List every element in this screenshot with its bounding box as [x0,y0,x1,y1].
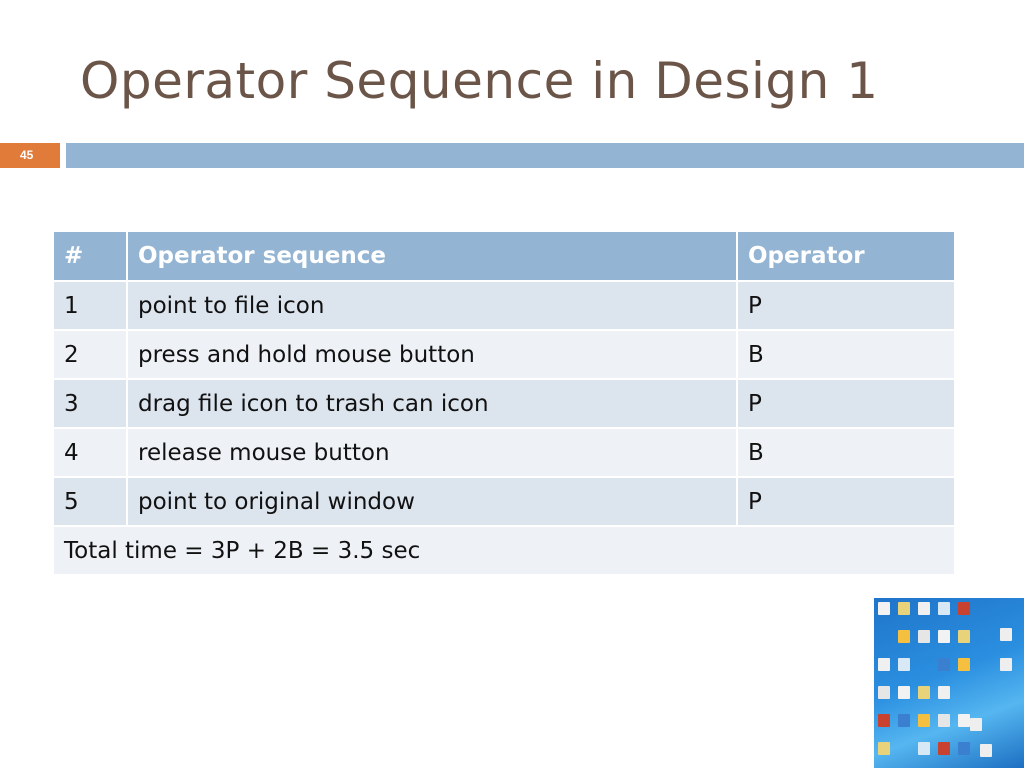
desktop-file-icon [878,714,890,727]
desktop-file-icon [918,686,930,699]
header-number: # [52,230,128,282]
desktop-file-icon [938,686,950,699]
row-sequence: point to file icon [126,280,738,331]
desktop-file-icon [898,686,910,699]
desktop-file-icon [898,714,910,727]
desktop-file-icon [898,658,910,671]
row-number: 3 [52,378,128,429]
desktop-file-icon [878,602,890,615]
row-operator: B [736,329,956,380]
desktop-file-icon [938,630,950,643]
desktop-file-icon [938,714,950,727]
desktop-file-icon [958,630,970,643]
desktop-file-icon [918,742,930,755]
desktop-screenshot-thumbnail [874,598,1024,768]
row-number: 1 [52,280,128,331]
table-row: 2 press and hold mouse button B [52,329,956,380]
row-sequence: press and hold mouse button [126,329,738,380]
table-row: 5 point to original window P [52,476,956,527]
row-sequence: point to original window [126,476,738,527]
desktop-file-icon [1000,658,1012,671]
table-row: 1 point to file icon P [52,280,956,331]
row-sequence: release mouse button [126,427,738,478]
header-operator-sequence: Operator sequence [126,230,738,282]
total-time-cell: Total time = 3P + 2B = 3.5 sec [52,525,956,576]
row-sequence: drag file icon to trash can icon [126,378,738,429]
row-operator: P [736,476,956,527]
row-operator: B [736,427,956,478]
row-number: 4 [52,427,128,478]
desktop-file-icon [918,602,930,615]
title-divider-bar [66,143,1024,168]
row-operator: P [736,280,956,331]
table-row: 4 release mouse button B [52,427,956,478]
desktop-file-icon [878,658,890,671]
slide-title: Operator Sequence in Design 1 [80,52,879,110]
header-operator: Operator [736,230,956,282]
desktop-file-icon [958,658,970,671]
desktop-file-icon [898,602,910,615]
row-operator: P [736,378,956,429]
desktop-file-icon [1000,628,1012,641]
desktop-file-icon [938,602,950,615]
operator-sequence-table: # Operator sequence Operator 1 point to … [52,230,956,576]
row-number: 2 [52,329,128,380]
desktop-file-icon [970,718,982,731]
desktop-file-icon [958,742,970,755]
table-total-row: Total time = 3P + 2B = 3.5 sec [52,525,956,576]
desktop-file-icon [918,630,930,643]
desktop-file-icon [878,686,890,699]
desktop-file-icon [938,742,950,755]
desktop-file-icon [980,744,992,757]
desktop-file-icon [918,714,930,727]
desktop-file-icon [878,742,890,755]
desktop-file-icon [958,602,970,615]
table-row: 3 drag file icon to trash can icon P [52,378,956,429]
desktop-file-icon [958,714,970,727]
desktop-file-icon [938,658,950,671]
row-number: 5 [52,476,128,527]
table-header-row: # Operator sequence Operator [52,230,956,282]
page-number-badge: 45 [0,143,60,168]
desktop-file-icon [898,630,910,643]
